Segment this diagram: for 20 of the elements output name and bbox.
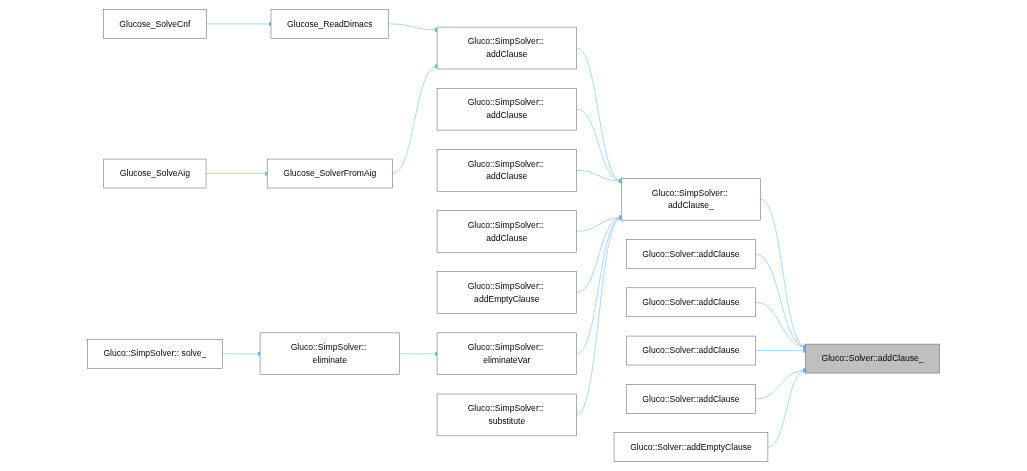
node-box: Gluco::SimpSolver:: addClause xyxy=(436,149,577,192)
node-box: Gluco::SimpSolver:: addClause xyxy=(436,88,577,131)
node-box: Gluco::SimpSolver:: addClause xyxy=(436,26,577,70)
node-box: Gluco::SimpSolver:: solve_ xyxy=(87,339,223,369)
node-box: Gluco::SimpSolver:: eliminateVar xyxy=(436,332,577,375)
node-box: Gluco::Solver::addClause xyxy=(625,335,756,366)
node-box: Glucose_SolveAig xyxy=(103,158,207,189)
node-box: Gluco::SimpSolver:: eliminate xyxy=(259,332,400,375)
node-box: Gluco::SimpSolver:: addClause_ xyxy=(621,178,761,221)
node-box: Gluco::Solver::addEmptyClause xyxy=(613,432,769,462)
node-box: Gluco::SimpSolver:: substitute xyxy=(436,393,577,437)
node-box: Glucose_SolverFromAig xyxy=(266,158,393,189)
node-box: Gluco::SimpSolver:: addEmptyClause xyxy=(436,271,577,314)
node-box: Gluco::Solver::addClause xyxy=(625,287,756,318)
node-box: Gluco::SimpSolver:: addClause xyxy=(436,210,577,253)
node-box: Gluco::Solver::addClause xyxy=(625,239,756,269)
node-box: Glucose_SolveCnf xyxy=(103,9,207,39)
node-box: Gluco::Solver::addClause xyxy=(625,384,756,414)
node-box: Gluco::Solver::addClause_ xyxy=(805,343,940,374)
node-box: Glucose_ReadDimacs xyxy=(270,9,389,39)
